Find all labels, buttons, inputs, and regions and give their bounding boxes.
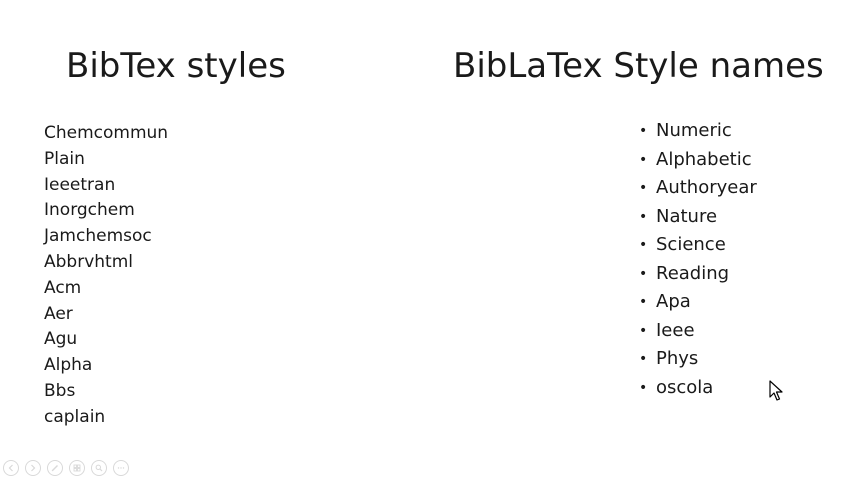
bullet-glyph: •: [639, 265, 648, 282]
bullet-glyph: •: [639, 379, 648, 396]
list-item: Agu: [44, 329, 78, 350]
list-item: Aer: [44, 303, 73, 324]
list-item-label: oscola: [656, 376, 714, 398]
bullet-item: • Apa: [639, 288, 757, 317]
list-item: Acm: [44, 277, 82, 298]
bullet-item: • Alphabetic: [639, 146, 757, 175]
list-item-label: Nature: [656, 205, 718, 227]
list-item-label: Alphabetic: [656, 148, 752, 170]
next-icon[interactable]: [25, 460, 41, 476]
bullet-glyph: •: [639, 237, 648, 253]
bullet-item: • Numeric: [639, 117, 757, 146]
mouse-cursor-icon: [769, 380, 783, 401]
bullet-item: • Nature: [639, 203, 757, 232]
previous-icon[interactable]: [3, 460, 19, 476]
list-item-label: Reading: [656, 262, 730, 284]
list-item: Jamchemsoc: [44, 226, 152, 247]
list-item: Chemcommun: [44, 123, 169, 143]
list-item-label: Authoryear: [656, 177, 757, 198]
biblatex-style-names-list: • Numeric • Alphabetic • Authoryear • Nature…: [639, 117, 757, 402]
list-item: Ieeetran: [44, 174, 116, 195]
list-item: Alpha: [44, 355, 93, 376]
bullet-item: • oscola: [639, 374, 757, 403]
list-item: Bbs: [44, 380, 76, 401]
pen-icon[interactable]: [47, 460, 63, 476]
list-item-label: Ieee: [656, 319, 695, 341]
bibtex-styles-list: Chemcommun Plain Ieeetran Inorgchem Jamc…: [44, 121, 168, 431]
bullet-glyph: •: [639, 351, 648, 367]
slideshow-toolbar: [3, 460, 129, 476]
bullet-item: • Ieee: [639, 317, 757, 346]
bullet-item: • Science: [639, 231, 757, 260]
bullet-item: • Reading: [639, 260, 757, 289]
list-item: Inorgchem: [44, 200, 135, 221]
bibtex-styles-title: BibTex styles: [66, 46, 286, 86]
bullet-glyph: •: [639, 208, 648, 225]
biblatex-style-names-title: BibLaTex Style names: [453, 46, 824, 86]
bullet-glyph: •: [639, 294, 648, 310]
bullet-glyph: •: [639, 123, 648, 139]
list-item-label: Phys: [656, 348, 699, 369]
list-item-label: Apa: [656, 291, 691, 312]
bullet-glyph: •: [639, 180, 648, 196]
slides-icon[interactable]: [69, 460, 85, 476]
list-item: caplain: [44, 406, 106, 427]
more-icon[interactable]: [113, 460, 129, 476]
bullet-glyph: •: [639, 322, 648, 339]
zoom-icon[interactable]: [91, 460, 107, 476]
list-item: Abbrvhtml: [44, 251, 133, 272]
list-item-label: Numeric: [656, 120, 732, 141]
bullet-item: • Phys: [639, 345, 757, 374]
list-item-label: Science: [656, 234, 726, 255]
list-item: Plain: [44, 148, 85, 169]
bullet-glyph: •: [639, 151, 648, 168]
bullet-item: • Authoryear: [639, 174, 757, 203]
